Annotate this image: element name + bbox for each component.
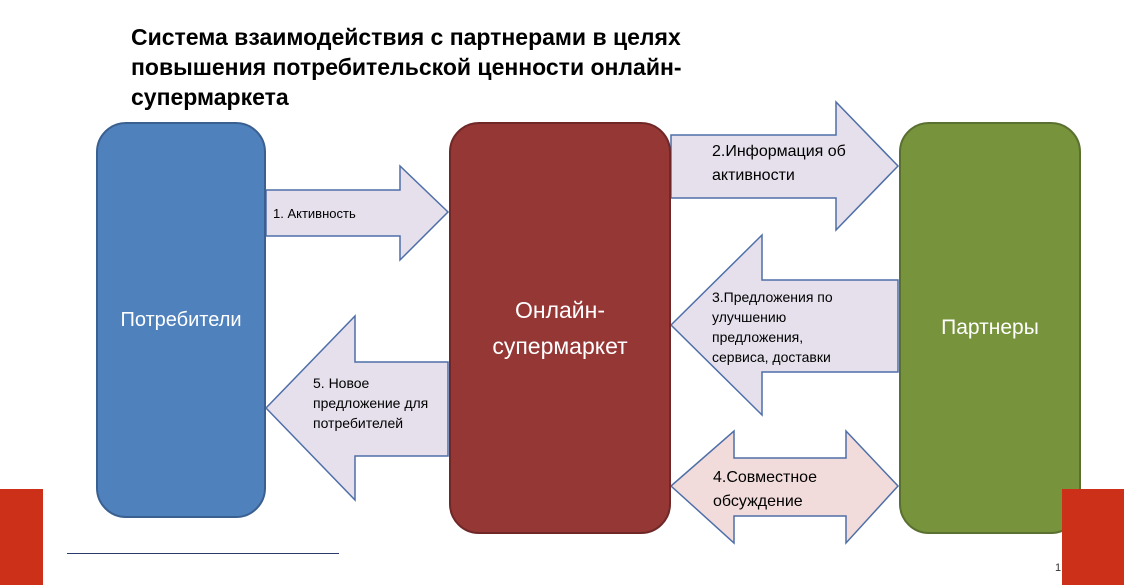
supermarket-node: Онлайн-супермаркет — [449, 122, 671, 534]
partners-label: Партнеры — [941, 316, 1039, 339]
partners-node: Партнеры — [899, 122, 1081, 534]
arrow-joint-discussion — [669, 429, 900, 545]
consumers-node: Потребители — [96, 122, 266, 518]
arrow-joint-discussion-label: 4.Совместное обсуждение — [713, 469, 817, 510]
arrow-activity-label: 1. Активность — [273, 206, 356, 221]
arrow-activity-info — [670, 100, 900, 232]
page-number: 1 — [1055, 562, 1062, 574]
arrow-new-offer-label: 5. Новое предложение для потребителей — [313, 375, 429, 431]
decor-red-block-right — [1062, 489, 1124, 585]
arrow-activity-info-label: 2.Информация об активности — [712, 143, 846, 184]
footer-divider — [67, 553, 339, 554]
arrow-proposals — [669, 233, 899, 417]
decor-red-block-left — [0, 489, 43, 585]
arrow-new-offer — [264, 314, 449, 502]
arrow-proposals-label: 3.Предложения по улучшению предложения, … — [712, 289, 833, 365]
arrow-activity — [265, 164, 450, 262]
supermarket-label: Онлайн-супермаркет — [492, 297, 628, 359]
consumers-label: Потребители — [120, 308, 242, 331]
diagram-title: Система взаимодействия с партнерами в це… — [131, 24, 682, 110]
